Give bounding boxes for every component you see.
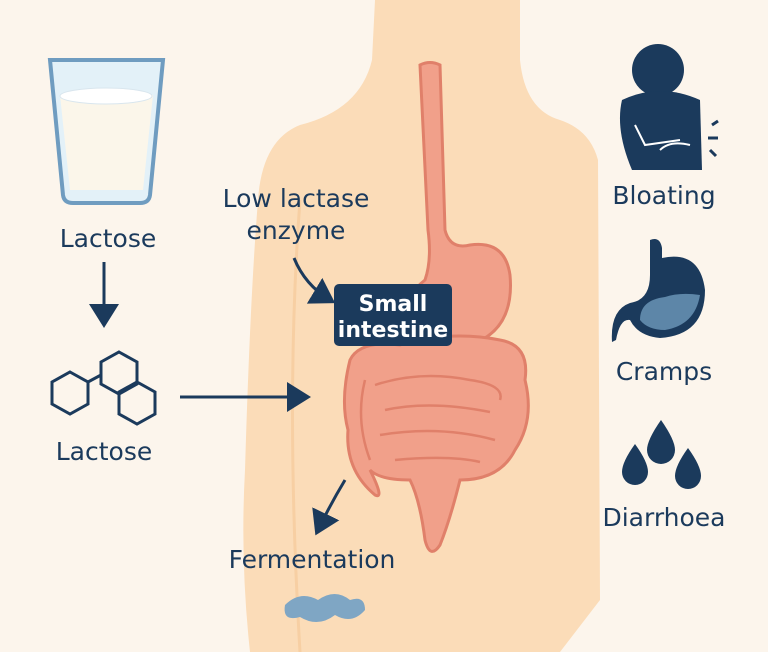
enzyme-arrow bbox=[292, 257, 336, 304]
enzyme-label-line2: enzyme bbox=[247, 216, 346, 245]
milk-glass-icon bbox=[47, 58, 166, 205]
symptom-label-bloating: Bloating bbox=[612, 181, 715, 210]
lactose-molecule-icon bbox=[50, 350, 157, 426]
intestine-folds bbox=[359, 374, 502, 464]
bloating-person-icon bbox=[619, 44, 719, 170]
esophagus bbox=[402, 61, 512, 349]
milk-lactose-label: Lactose bbox=[60, 224, 157, 253]
symptom-label-cramps: Cramps bbox=[616, 357, 712, 386]
organ-label-line1: Small bbox=[359, 292, 428, 317]
small-intestine bbox=[342, 334, 530, 553]
symptom-label-diarrhoea: Diarrhoea bbox=[602, 503, 725, 532]
small-intestine-badge bbox=[334, 284, 452, 346]
fermentation-arrow bbox=[312, 479, 347, 536]
arm-edge bbox=[291, 199, 302, 652]
fermentation-label: Fermentation bbox=[229, 545, 396, 574]
enzyme-label-line1: Low lactase bbox=[223, 184, 370, 213]
stomach-icon bbox=[611, 239, 705, 342]
droplets-icon bbox=[622, 420, 701, 489]
organ-label-line2: intestine bbox=[338, 318, 448, 343]
molecule-lactose-label: Lactose bbox=[56, 437, 153, 466]
gas-cloud-icon bbox=[284, 594, 365, 623]
